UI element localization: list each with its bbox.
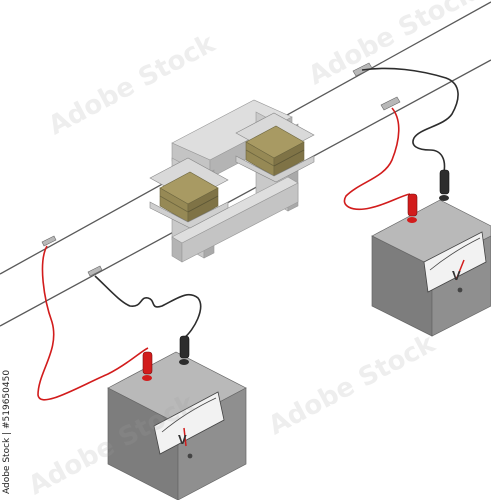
red-wire-left: [37, 245, 149, 401]
voltmeter-icon: [107, 335, 247, 500]
stock-id-label: Adobe Stock | #519650450: [2, 369, 12, 495]
black-wire-left: [94, 275, 202, 339]
probe-wires: [37, 67, 459, 401]
power-line-lower: [0, 59, 491, 327]
voltmeter-icon: [371, 169, 491, 337]
coil-left: [149, 157, 229, 229]
meter-left-unit-label: V: [178, 432, 187, 447]
meter-right-unit-label: V: [452, 268, 461, 283]
coil-right: [235, 112, 315, 183]
black-wire-right: [361, 67, 459, 173]
red-wire-right: [343, 107, 411, 211]
transformer-core-icon: [149, 99, 315, 263]
